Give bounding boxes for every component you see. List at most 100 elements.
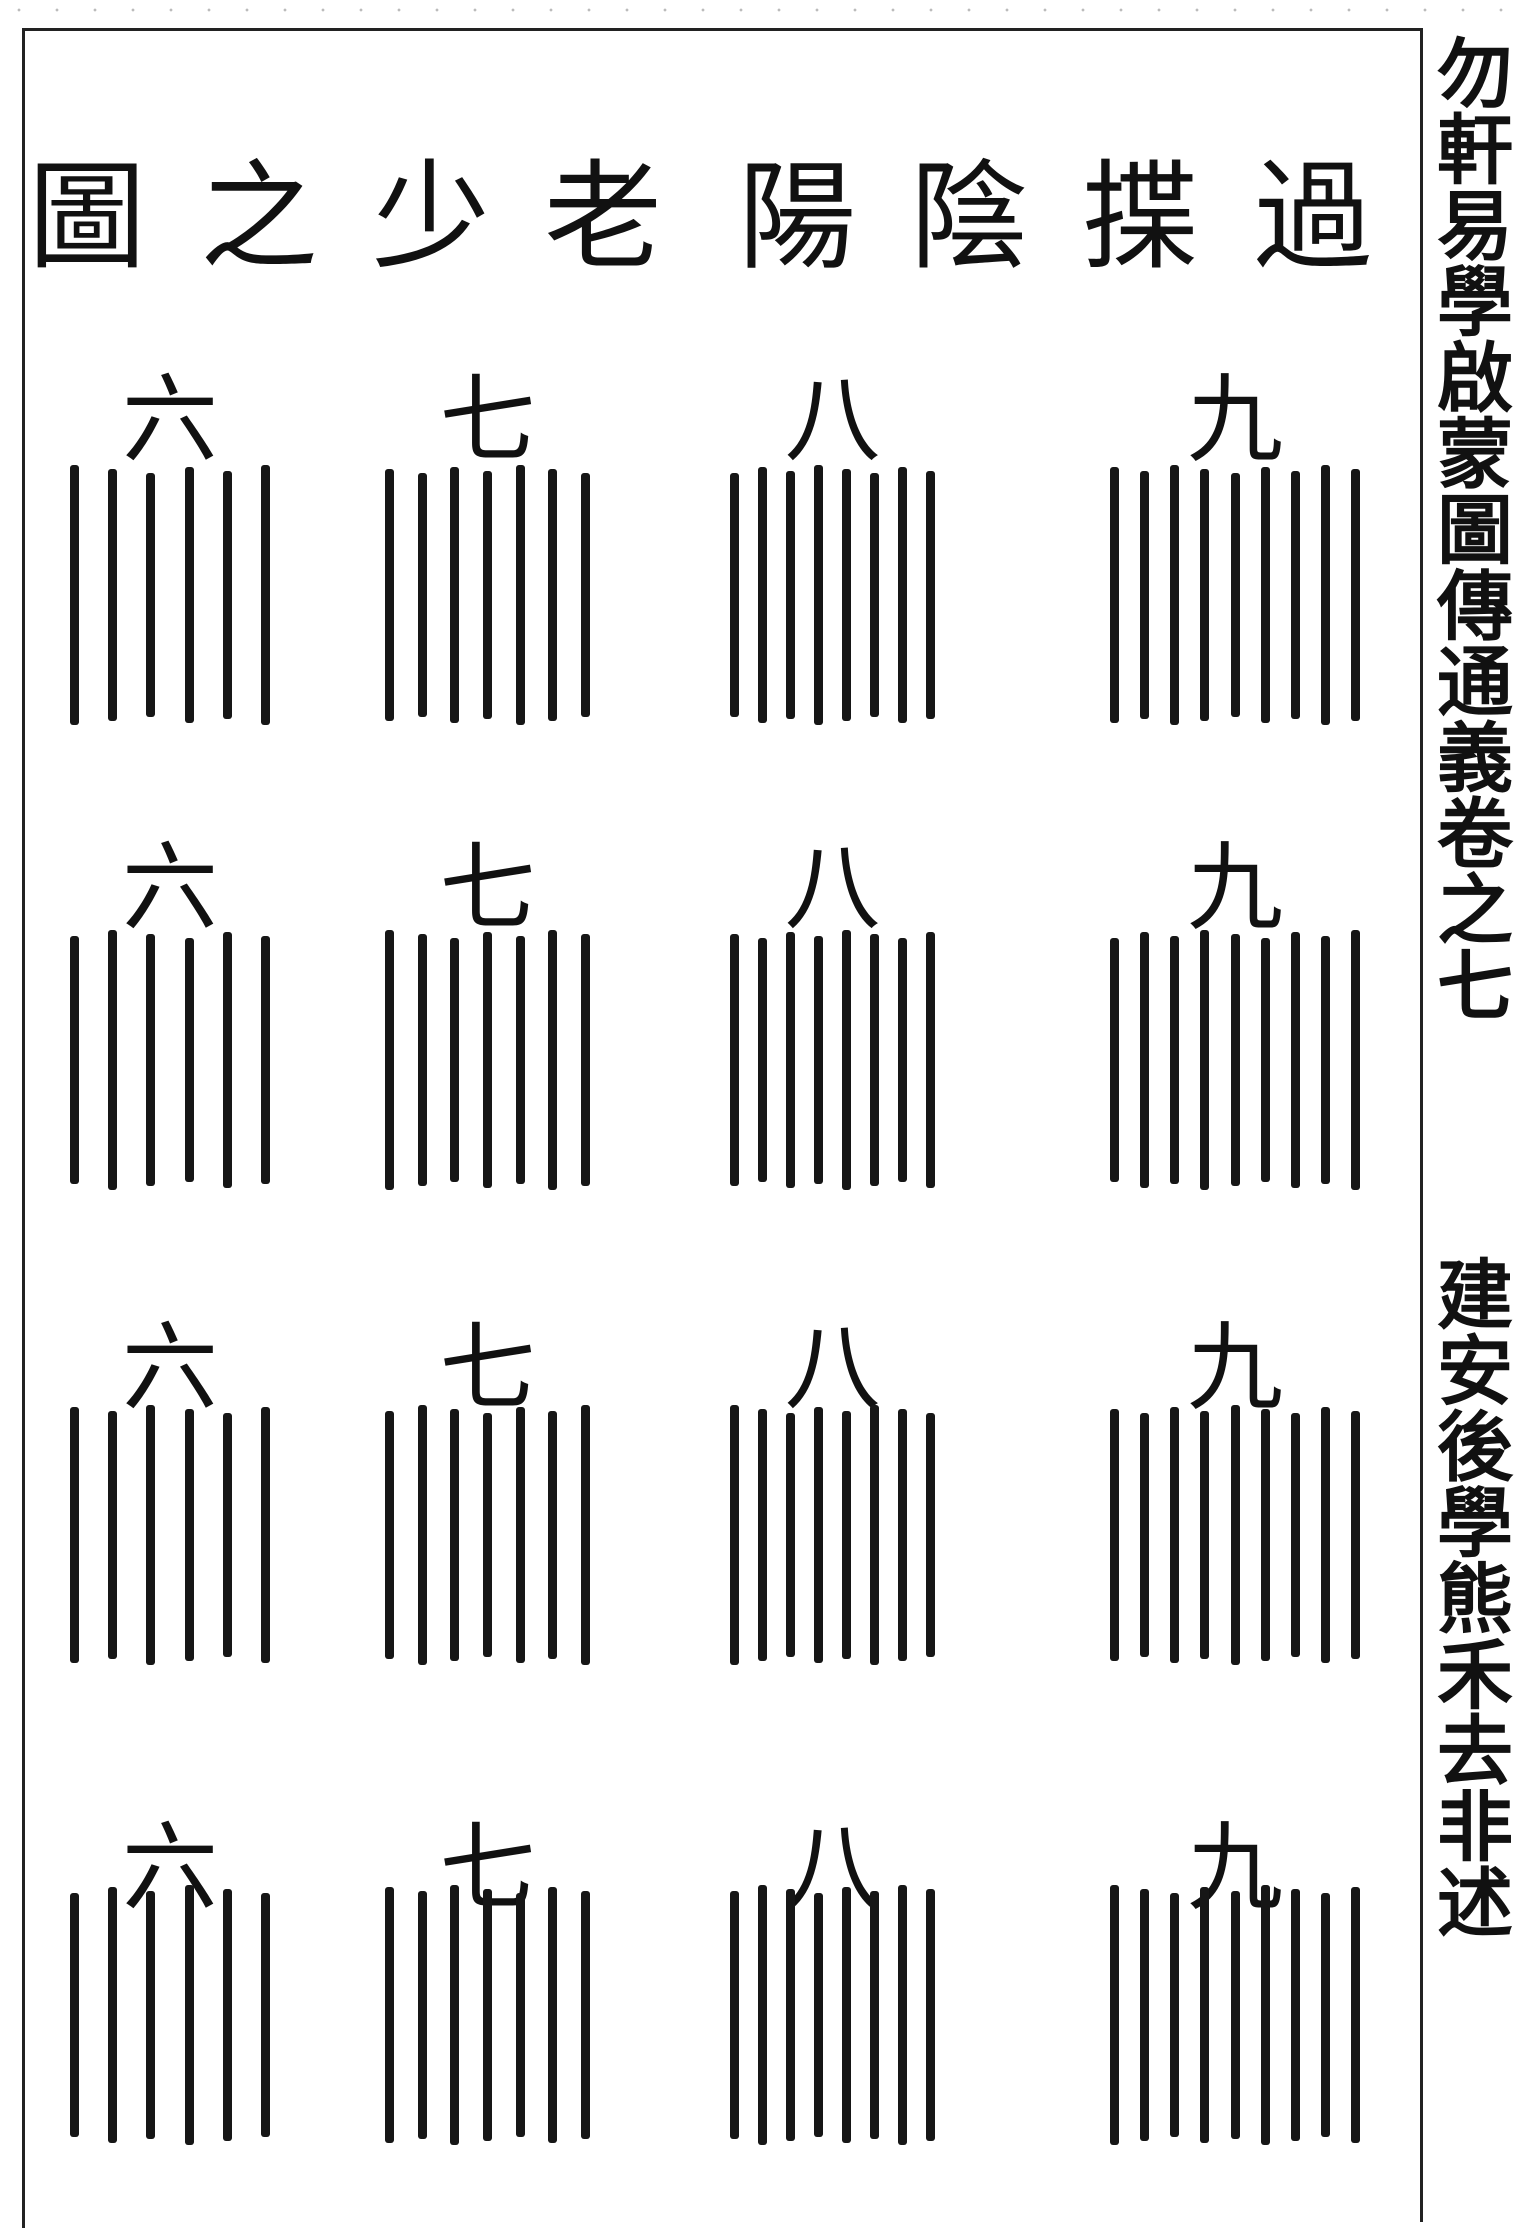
number-label: 六 — [122, 832, 218, 944]
stalk-bundle — [70, 930, 270, 1190]
yarrow-stalk — [548, 930, 558, 1190]
yarrow-stalk — [814, 1407, 823, 1663]
stalk-bundle — [1110, 1405, 1360, 1665]
yarrow-stalk — [385, 930, 394, 1190]
yarrow-stalk — [730, 934, 739, 1186]
yarrow-stalk — [786, 932, 795, 1188]
yarrow-stalk — [482, 932, 492, 1188]
yarrow-stalk — [758, 1885, 767, 2145]
yarrow-stalk — [1200, 1887, 1210, 2143]
title-char: 之 — [200, 148, 319, 286]
yarrow-stalk — [730, 473, 739, 717]
yarrow-stalk — [1170, 465, 1180, 725]
yarrow-stalk — [870, 934, 879, 1186]
number-label: 六 — [122, 364, 218, 476]
yarrow-stalk — [870, 1405, 879, 1665]
yarrow-stalk — [786, 471, 795, 719]
yarrow-stalk — [730, 1891, 739, 2139]
yarrow-stalk — [260, 936, 270, 1184]
yarrow-stalk — [417, 1891, 427, 2139]
number-label: 九 — [1187, 832, 1283, 944]
yarrow-stalk — [108, 469, 118, 721]
yarrow-stalk — [1320, 465, 1330, 725]
stalk-bundle — [1110, 465, 1360, 725]
yarrow-stalk — [580, 1891, 590, 2139]
yarrow-stalk — [70, 465, 79, 725]
yarrow-stalk — [1170, 1407, 1180, 1663]
yarrow-stalk — [898, 1409, 907, 1661]
yarrow-stalk — [184, 1409, 194, 1661]
page-frame — [22, 28, 1422, 2228]
number-label: 六 — [122, 1312, 218, 1424]
yarrow-stalk — [260, 465, 270, 725]
yarrow-stalk — [580, 473, 590, 717]
yarrow-stalk — [222, 1413, 232, 1657]
yarrow-stalk — [515, 465, 525, 725]
yarrow-stalk — [515, 936, 525, 1184]
yarrow-stalk — [1200, 930, 1210, 1190]
yarrow-stalk — [417, 473, 427, 717]
yarrow-stalk — [184, 1885, 194, 2145]
yarrow-stalk — [1200, 1411, 1210, 1659]
yarrow-stalk — [1170, 1893, 1180, 2137]
yarrow-stalk — [1351, 930, 1360, 1190]
yarrow-stalk — [385, 1887, 394, 2143]
yarrow-stalk — [758, 467, 767, 723]
yarrow-stalk — [417, 934, 427, 1186]
number-label: 八 — [784, 364, 881, 476]
yarrow-stalk — [222, 471, 232, 719]
yarrow-stalk — [482, 1889, 492, 2141]
yarrow-stalk — [1320, 936, 1330, 1184]
yarrow-stalk — [70, 1893, 79, 2137]
yarrow-stalk — [1260, 467, 1270, 723]
yarrow-stalk — [814, 465, 823, 725]
yarrow-stalk — [108, 1411, 118, 1659]
yarrow-stalk — [1140, 1413, 1150, 1657]
number-label: 九 — [1187, 364, 1283, 476]
yarrow-stalk — [758, 1409, 767, 1661]
yarrow-stalk — [450, 1409, 460, 1661]
yarrow-stalk — [385, 1411, 394, 1659]
yarrow-stalk — [146, 473, 156, 717]
yarrow-stalk — [842, 930, 851, 1190]
yarrow-stalk — [482, 471, 492, 719]
yarrow-stalk — [898, 1885, 907, 2145]
margin-divider — [1420, 28, 1423, 2222]
yarrow-stalk — [1230, 1891, 1240, 2139]
yarrow-stalk — [1351, 1887, 1360, 2143]
yarrow-stalk — [1140, 471, 1150, 719]
yarrow-stalk — [548, 1887, 558, 2143]
yarrow-stalk — [814, 936, 823, 1184]
number-label: 六 — [122, 1812, 218, 1924]
yarrow-stalk — [260, 1407, 270, 1663]
yarrow-stalk — [1320, 1407, 1330, 1663]
title-char: 圖 — [28, 148, 147, 286]
scan-dot-border — [0, 4, 1534, 16]
yarrow-stalk — [580, 934, 590, 1186]
title-char: 陰 — [910, 148, 1029, 286]
stalk-bundle — [70, 1405, 270, 1665]
number-label: 八 — [784, 832, 881, 944]
number-label: 八 — [784, 1812, 881, 1924]
number-label: 九 — [1187, 1312, 1283, 1424]
stalk-bundle — [730, 930, 935, 1190]
yarrow-stalk — [1140, 932, 1150, 1188]
yarrow-stalk — [1170, 936, 1180, 1184]
yarrow-stalk — [1110, 467, 1119, 723]
yarrow-stalk — [1320, 1893, 1330, 2137]
yarrow-stalk — [70, 936, 79, 1184]
yarrow-stalk — [146, 934, 156, 1186]
yarrow-stalk — [842, 469, 851, 721]
yarrow-stalk — [926, 1413, 935, 1657]
yarrow-stalk — [1260, 1409, 1270, 1661]
yarrow-stalk — [184, 467, 194, 723]
yarrow-stalk — [1290, 1889, 1300, 2141]
yarrow-stalk — [1230, 473, 1240, 717]
yarrow-stalk — [870, 473, 879, 717]
stalk-bundle — [1110, 930, 1360, 1190]
title-char: 老 — [544, 148, 663, 286]
number-label: 七 — [439, 832, 536, 944]
yarrow-stalk — [222, 1889, 232, 2141]
yarrow-stalk — [730, 1405, 739, 1665]
yarrow-stalk — [108, 930, 118, 1190]
